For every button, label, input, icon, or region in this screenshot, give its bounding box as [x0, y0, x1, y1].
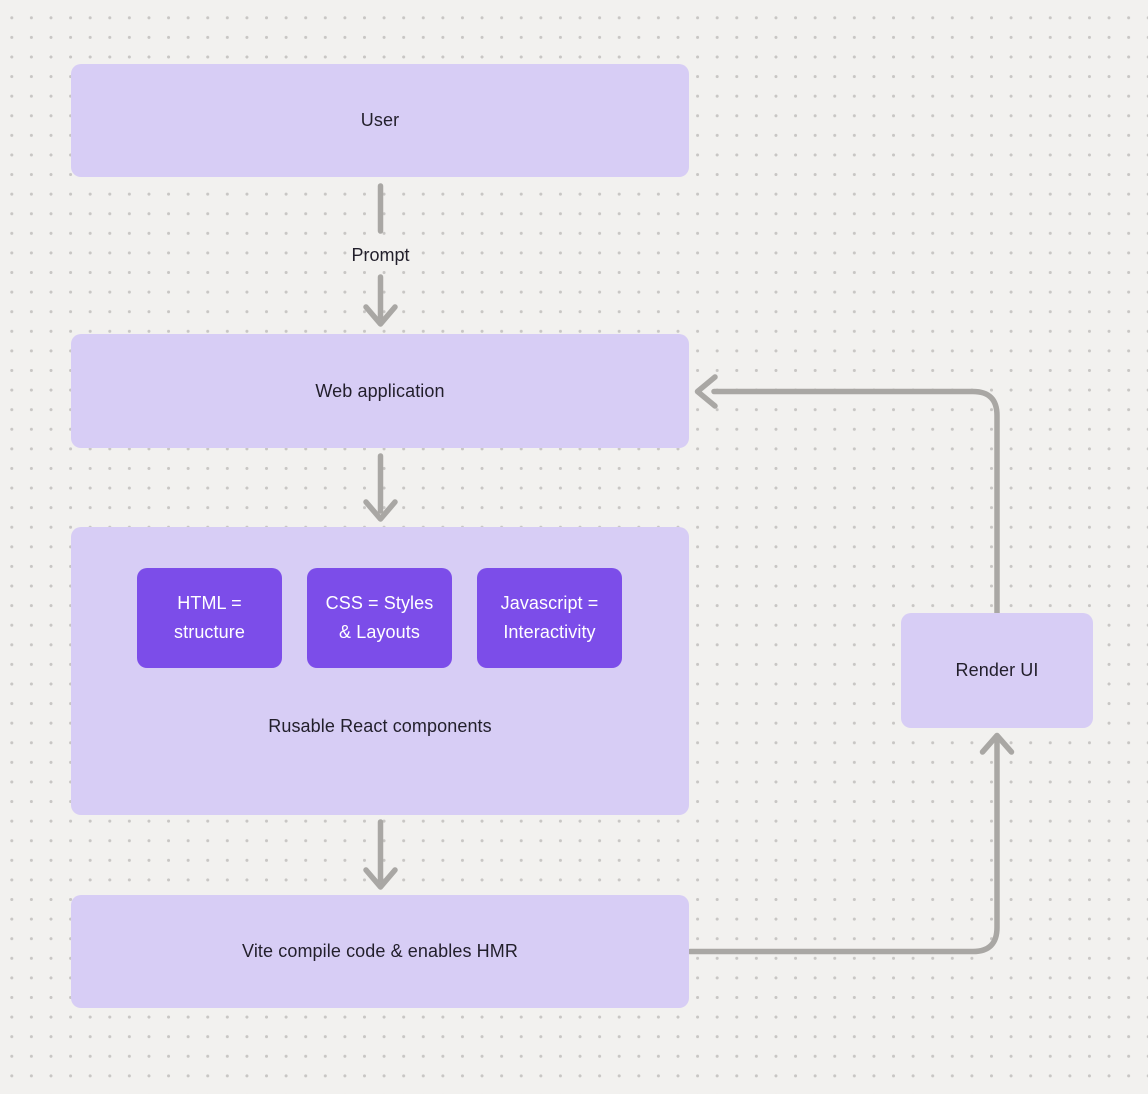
edge-label-prompt: Prompt — [351, 245, 410, 265]
node-web-application: Web application — [71, 334, 689, 448]
chip-javascript-label-line1: Javascript = — [500, 593, 599, 613]
arrowhead-down-group — [363, 499, 398, 522]
node-user-label: User — [360, 110, 400, 130]
node-vite: Vite compile code & enables HMR — [71, 895, 689, 1008]
node-render-ui-label: Render UI — [955, 660, 1039, 680]
node-components-group-label: Rusable React components — [268, 716, 492, 736]
arrowhead-down-vite — [363, 867, 398, 890]
edge-vite-to-render-line — [687, 739, 1000, 955]
arrowhead-down-webapp — [363, 304, 398, 327]
chip-html-label-line2: structure — [174, 622, 245, 642]
node-components-group: HTML = structure CSS = Styles & Layouts … — [71, 527, 689, 815]
chip-html-label-line1: HTML = — [177, 593, 242, 613]
chip-javascript: Javascript = Interactivity — [477, 568, 622, 668]
chip-html: HTML = structure — [137, 568, 282, 668]
arrowhead-up-render — [979, 732, 1015, 755]
node-user: User — [71, 64, 689, 177]
node-vite-label: Vite compile code & enables HMR — [242, 941, 518, 961]
chip-css: CSS = Styles & Layouts — [307, 568, 452, 668]
node-web-application-label: Web application — [315, 380, 445, 401]
chip-css-label-line2: & Layouts — [339, 622, 420, 642]
node-render-ui: Render UI — [901, 613, 1093, 728]
chip-css-label-line1: CSS = Styles — [325, 593, 434, 613]
chip-javascript-label-line2: Interactivity — [503, 622, 596, 642]
arrowhead-left-webapp — [694, 374, 718, 409]
edge-render-to-webapp-line — [711, 388, 1000, 616]
